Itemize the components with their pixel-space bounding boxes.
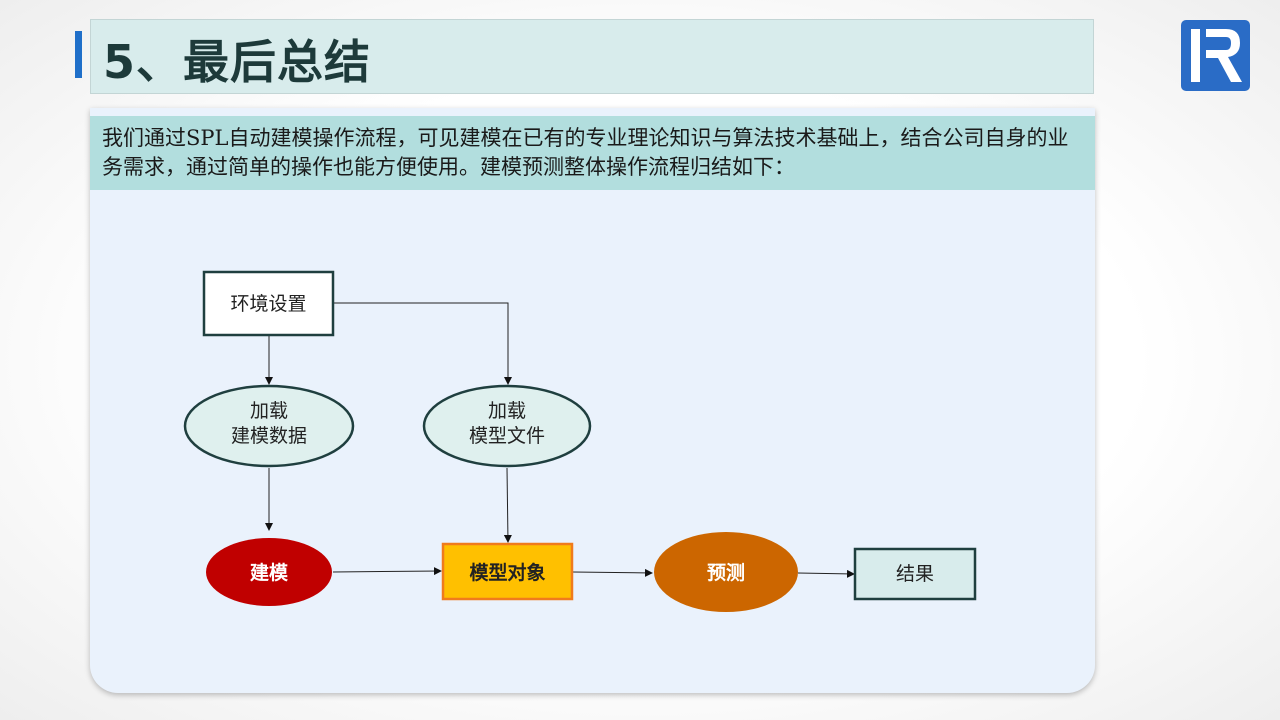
node-env-setup-label: 环境设置 bbox=[230, 293, 306, 315]
node-load-model-line1: 加载 bbox=[488, 400, 526, 422]
node-model-object: 模型对象 bbox=[441, 542, 574, 601]
node-result-label: 结果 bbox=[896, 563, 934, 585]
node-load-model: 加载 模型文件 bbox=[422, 384, 592, 468]
node-predict: 预测 bbox=[654, 532, 798, 612]
node-load-model-line2: 模型文件 bbox=[469, 425, 545, 447]
intro-paragraph: 我们通过SPL自动建模操作流程，可见建模在已有的专业理论知识与算法技术基础上，结… bbox=[90, 116, 1095, 190]
node-build: 建模 bbox=[206, 538, 332, 606]
arrow-object-to-predict bbox=[572, 568, 653, 577]
title-banner: 5、最后总结 bbox=[90, 19, 1094, 94]
r-logo-icon bbox=[1181, 20, 1250, 91]
node-load-data-line1: 加载 bbox=[250, 400, 288, 422]
workflow-diagram: 环境设置 加载 建模数据 加载 模型文件 建模 模型对象 预测 bbox=[183, 270, 977, 612]
slide-title: 5、最后总结 bbox=[103, 35, 372, 89]
arrow-build-to-object bbox=[332, 567, 442, 576]
node-env-setup: 环境设置 bbox=[202, 270, 335, 337]
flow-connectors bbox=[265, 302, 855, 578]
node-build-label: 建模 bbox=[250, 561, 289, 584]
node-result: 结果 bbox=[853, 547, 977, 601]
node-predict-label: 预测 bbox=[707, 562, 745, 584]
title-accent-bar bbox=[75, 31, 82, 78]
content-card: 我们通过SPL自动建模操作流程，可见建模在已有的专业理论知识与算法技术基础上，结… bbox=[90, 108, 1095, 693]
node-model-object-label: 模型对象 bbox=[469, 561, 545, 584]
node-load-data-line2: 建模数据 bbox=[231, 425, 307, 447]
node-load-data: 加载 建模数据 bbox=[183, 384, 355, 468]
arrow-predict-to-result bbox=[797, 569, 855, 578]
arrow-env-to-load-model bbox=[334, 302, 512, 385]
arrow-load-model-to-object bbox=[503, 467, 512, 543]
